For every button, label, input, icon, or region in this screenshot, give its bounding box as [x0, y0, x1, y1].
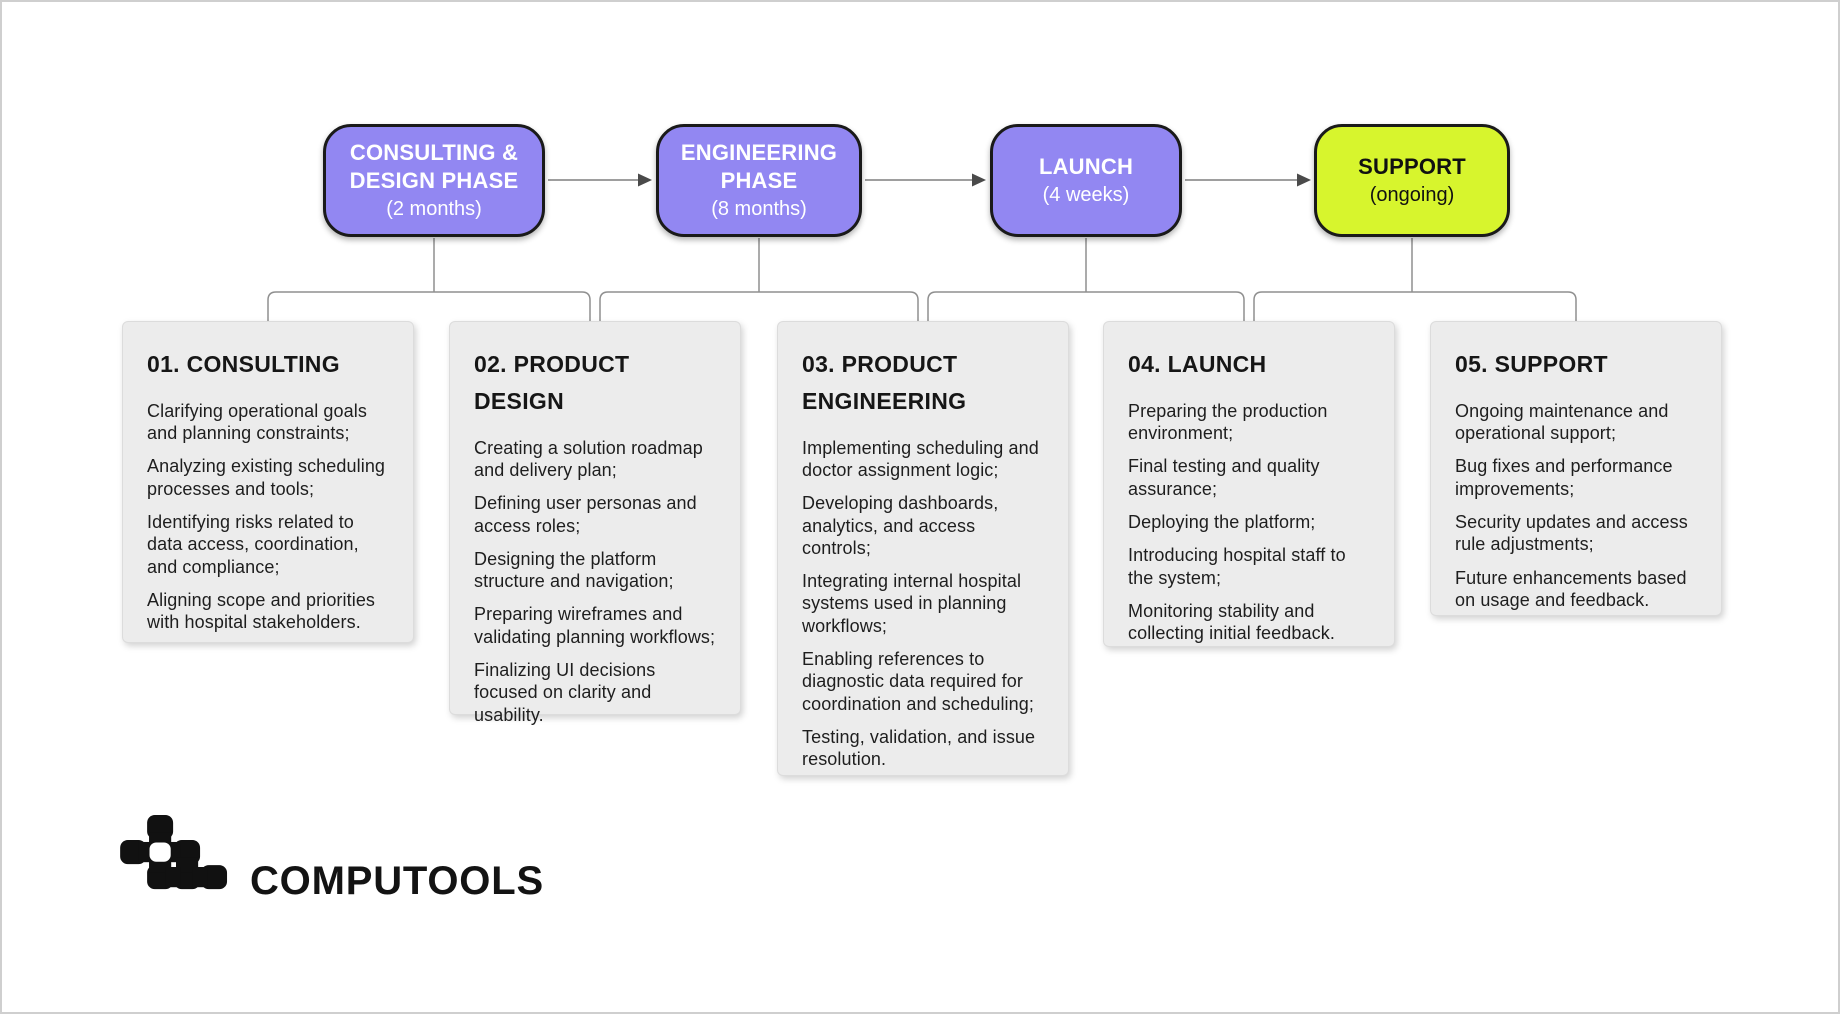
phase-duration: (8 months) [711, 198, 807, 221]
phase-title: LAUNCH [1038, 153, 1134, 179]
arrowhead-icon [638, 173, 652, 187]
card-item: Creating a solution roadmap and delivery… [474, 437, 703, 480]
brand-name: COMPUTOOLS [250, 859, 544, 903]
card-item: Deploying the platform; [1128, 512, 1316, 533]
card-title: 03. PRODUCT ENGINEERING [802, 351, 967, 414]
card-item: Monitoring stability and collecting init… [1128, 600, 1335, 644]
card-item: Analyzing existing scheduling processes … [147, 456, 386, 499]
card-item: Bug fixes and performance improvements; [1455, 456, 1673, 499]
card-item: Designing the platform structure and nav… [474, 548, 674, 592]
bracket-line [927, 291, 1245, 322]
bracket-line [267, 291, 591, 322]
card-items: Ongoing maintenance and operational supp… [1455, 400, 1697, 612]
phase-node-2: ENGINEERING PHASE (8 months) [656, 124, 862, 237]
card-items: Creating a solution roadmap and delivery… [474, 437, 716, 726]
card-items: Implementing scheduling and doctor assig… [802, 437, 1044, 771]
stage-card-5: 05. SUPPORT Ongoing maintenance and oper… [1430, 321, 1722, 616]
card-item: Ongoing maintenance and operational supp… [1455, 400, 1669, 444]
bracket-line [599, 291, 919, 322]
phase-duration: (2 months) [386, 198, 482, 221]
card-item: Aligning scope and priorities with hospi… [147, 589, 376, 633]
phase-title: SUPPORT [1358, 153, 1466, 179]
card-item: Security updates and access rule adjustm… [1455, 512, 1688, 555]
card-item: Testing, validation, and issue resolutio… [802, 727, 1036, 770]
phase-node-1: CONSULTING & DESIGN PHASE (2 months) [323, 124, 545, 237]
card-item: Integrating internal hospital systems us… [802, 571, 1022, 636]
bracket-line [1253, 291, 1577, 322]
card-item: Preparing wireframes and validating plan… [474, 604, 716, 647]
card-item: Identifying risks related to data access… [147, 512, 359, 577]
card-item: Preparing the production environment; [1128, 400, 1328, 444]
phase-node-4: SUPPORT (ongoing) [1314, 124, 1510, 237]
phase-node-3: LAUNCH (4 weeks) [990, 124, 1182, 237]
stage-card-4: 04. LAUNCH Preparing the production envi… [1103, 321, 1395, 647]
card-item: Clarifying operational goals and plannin… [147, 400, 367, 444]
card-item: Developing dashboards, analytics, and ac… [802, 493, 999, 558]
card-title: 02. PRODUCT DESIGN [474, 351, 630, 414]
card-items: Preparing the production environment; Fin… [1128, 400, 1370, 645]
card-item: Introducing hospital staff to the system… [1128, 545, 1346, 588]
phase-title: ENGINEERING PHASE [680, 139, 838, 193]
card-items: Clarifying operational goals and plannin… [147, 400, 389, 634]
card-title: 05. SUPPORT [1455, 351, 1608, 377]
card-item: Finalizing UI decisions focused on clari… [474, 660, 656, 725]
card-title: 04. LAUNCH [1128, 351, 1267, 377]
card-item: Enabling references to diagnostic data r… [802, 649, 1034, 714]
phase-title: CONSULTING & DESIGN PHASE [349, 139, 519, 193]
card-item: Future enhancements based on usage and f… [1455, 567, 1687, 610]
tree-lines [267, 238, 1577, 322]
stage-card-3: 03. PRODUCT ENGINEERING Implementing sch… [777, 321, 1069, 776]
card-title: 01. CONSULTING [147, 351, 340, 377]
phase-duration: (ongoing) [1369, 184, 1455, 207]
arrowhead-icon [1297, 173, 1311, 187]
computools-logo: COMPUTOOLS [120, 815, 544, 901]
arrowhead-icon [972, 173, 986, 187]
stage-card-1: 01. CONSULTING Clarifying operational go… [122, 321, 414, 643]
phase-duration: (4 weeks) [1042, 184, 1130, 207]
stage-card-2: 02. PRODUCT DESIGN Creating a solution r… [449, 321, 741, 725]
card-item: Final testing and quality assurance; [1128, 456, 1320, 499]
computools-logo-mark-icon [120, 815, 228, 890]
card-item: Implementing scheduling and doctor assig… [802, 437, 1039, 480]
card-item: Defining user personas and access roles; [474, 493, 697, 536]
